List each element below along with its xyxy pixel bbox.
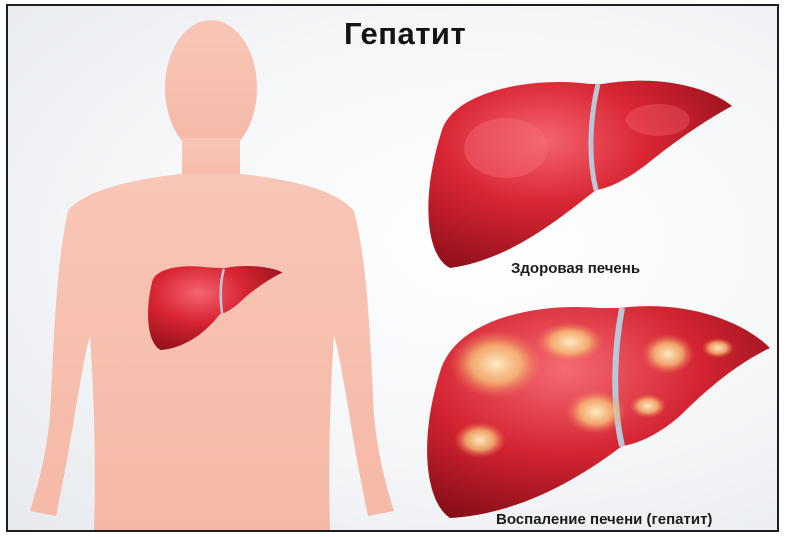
- healthy-liver: [428, 81, 732, 268]
- hepatitis-illustration: [8, 6, 779, 532]
- inflamed-liver: [427, 306, 770, 518]
- inflamed-liver-label: Воспаление печени (гепатит): [496, 511, 712, 528]
- figure-frame: Гепатит Здоровая печень Воспаление печен…: [6, 4, 779, 532]
- healthy-liver-label: Здоровая печень: [511, 260, 640, 277]
- page-title: Гепатит: [344, 16, 466, 52]
